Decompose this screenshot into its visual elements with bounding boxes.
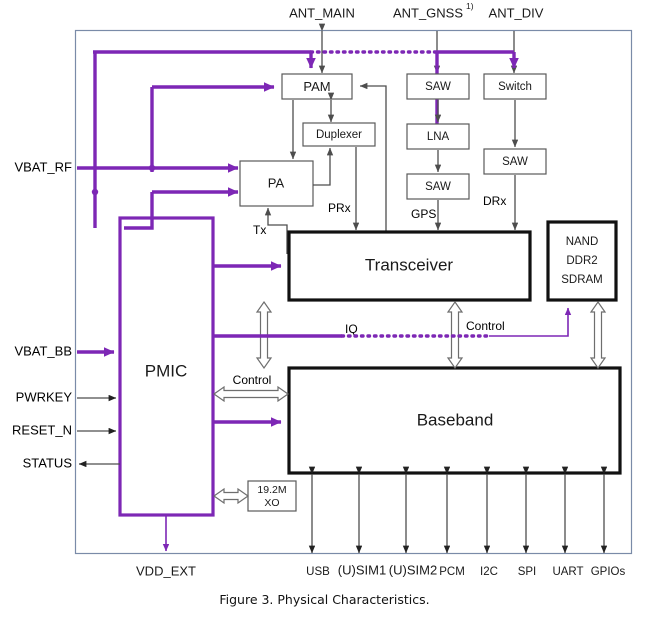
control-transceiver-label: Control (466, 319, 505, 333)
prx-label: PRx (328, 201, 351, 215)
control-pmic-bus-arrow (212, 385, 290, 403)
block-memory-line3: SDRAM (561, 274, 603, 286)
spi-label: SPI (518, 566, 537, 578)
block-transceiver (287, 230, 532, 302)
pmic-xo-bus-arrow (212, 487, 250, 505)
ant-main-label: ANT_MAIN (289, 5, 355, 20)
vbat-rf-junction-b (91, 188, 99, 196)
transceiver-to-pa-tx (264, 207, 288, 254)
block-pam (281, 73, 353, 100)
block-saw-div-label: SAW (502, 156, 528, 168)
block-xo-line1: 19.2M (257, 484, 286, 496)
block-saw-div (483, 148, 547, 175)
block-saw-gnss-top (406, 73, 470, 100)
status-label: STATUS (23, 455, 73, 470)
block-pmic-label: PMIC (145, 361, 188, 380)
vbat-rf-to-pmic (124, 192, 154, 230)
reset-n-label: RESET_N (12, 422, 72, 437)
block-duplexer (302, 122, 376, 147)
vbat-rf-junction-a (148, 164, 156, 172)
memory-baseband-bus-arrow (589, 300, 607, 370)
block-saw-gnss-bottom (406, 173, 470, 200)
i2c-label: I2C (480, 566, 498, 578)
block-pmic (118, 216, 215, 517)
figure-caption: Figure 3. Physical Characteristics. (219, 592, 430, 607)
ant-gnss-label: ANT_GNSS (393, 5, 463, 20)
block-saw-gnss-bottom-label: SAW (425, 181, 451, 193)
uart-label: UART (552, 566, 583, 578)
pwrkey-label: PWRKEY (16, 389, 73, 404)
block-switch (483, 73, 547, 100)
gps-label: GPS (411, 207, 436, 221)
usim2-label: (U)SIM2 (389, 562, 437, 577)
tx-label: Tx (253, 223, 266, 237)
gpios-label: GPIOs (591, 566, 626, 578)
usim1-label: (U)SIM1 (338, 562, 386, 577)
pa-to-duplexer (313, 147, 334, 186)
block-pa-label: PA (268, 175, 285, 190)
block-saw-gnss-top-label: SAW (425, 81, 451, 93)
vbat-rf-label: VBAT_RF (14, 159, 72, 174)
ant-div-label: ANT_DIV (489, 5, 544, 20)
block-pam-label: PAM (303, 79, 330, 94)
vbat-bb-label: VBAT_BB (14, 343, 72, 358)
block-transceiver-label: Transceiver (365, 255, 454, 274)
ant-gnss-footnote: 1) (466, 1, 474, 11)
transceiver-to-pam (359, 82, 387, 231)
block-baseband (287, 366, 622, 475)
pmic-to-memory-supply (489, 307, 572, 337)
block-memory-line1: NAND (566, 236, 599, 248)
block-memory (546, 220, 618, 302)
block-xo (247, 480, 297, 512)
block-lna-label: LNA (427, 131, 450, 143)
block-switch-label: Switch (498, 81, 532, 93)
control-pmic-label: Control (233, 373, 272, 387)
block-baseband-label: Baseband (417, 410, 494, 429)
module-outline (74, 29, 633, 555)
block-lna (406, 123, 470, 150)
vdd-ext-label: VDD_EXT (136, 563, 196, 578)
block-pa (239, 160, 314, 207)
block-duplexer-label: Duplexer (316, 129, 362, 141)
block-xo-line2: XO (264, 497, 279, 509)
drx-label: DRx (483, 194, 506, 208)
iq-label: IQ (345, 322, 358, 336)
block-memory-line2: DDR2 (566, 255, 597, 267)
usb-label: USB (306, 566, 330, 578)
pcm-label: PCM (439, 566, 465, 578)
